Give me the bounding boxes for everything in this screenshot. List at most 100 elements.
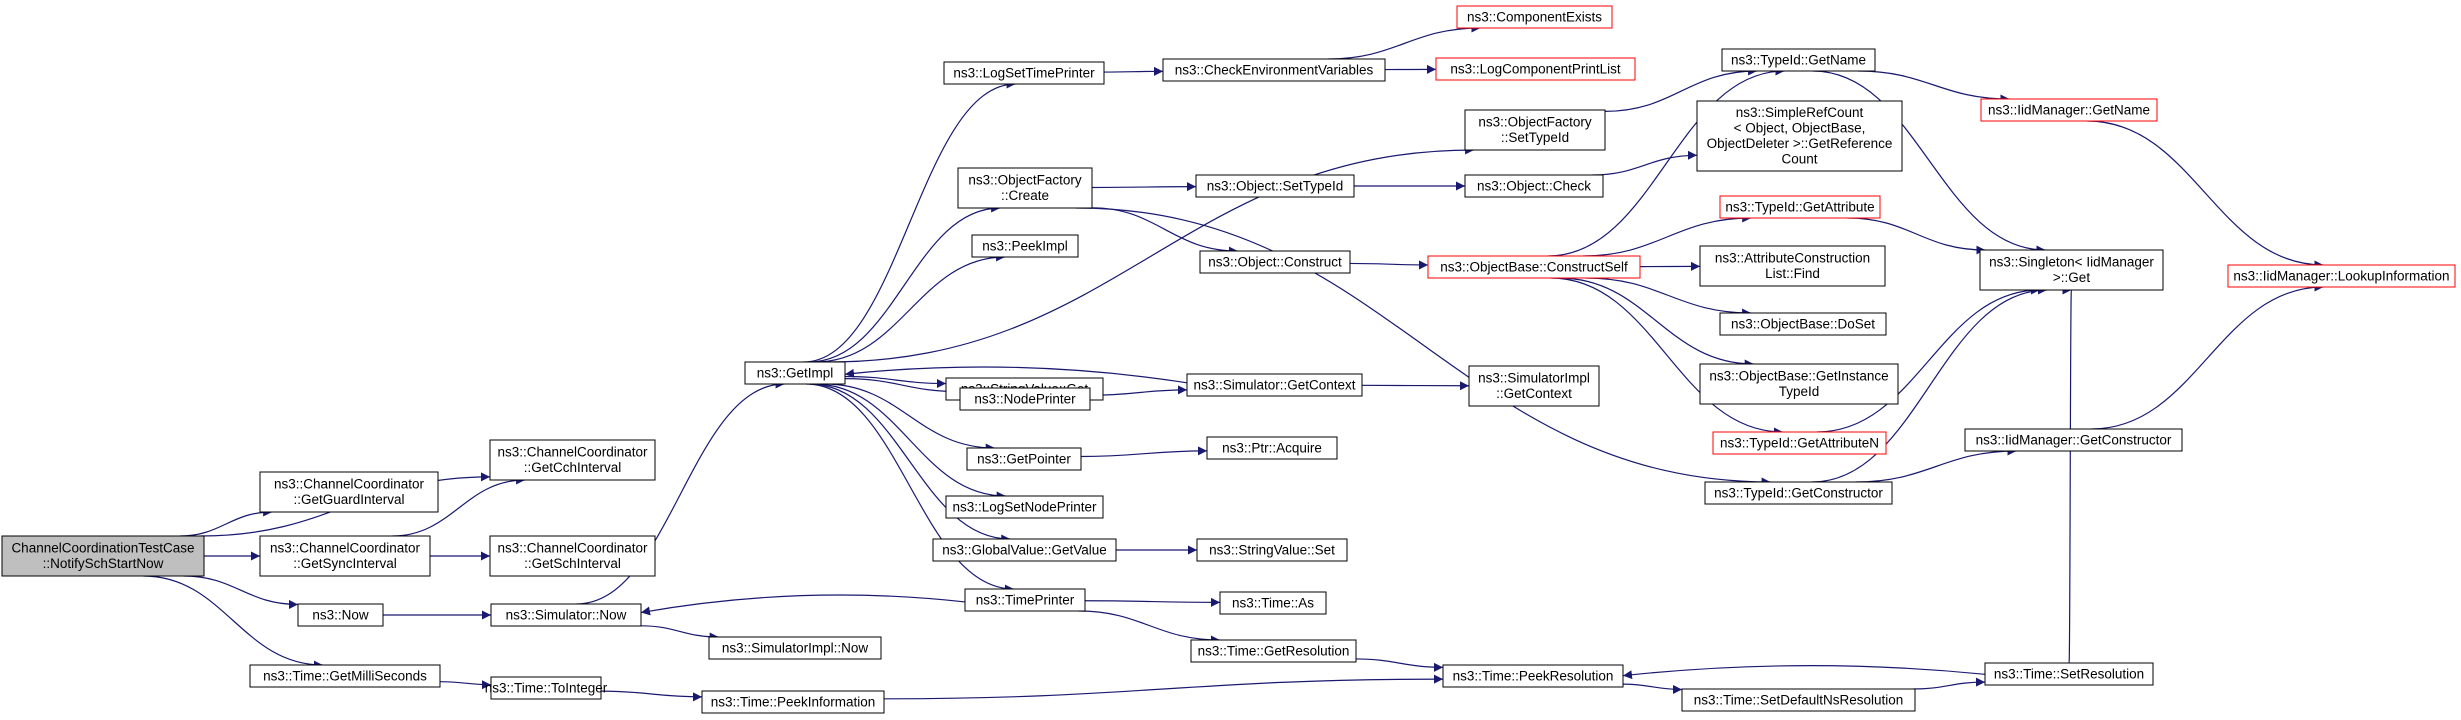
node-objCheck[interactable]: ns3::Object::Check [1464,174,1604,198]
node-box [708,636,882,660]
edges-layer [143,23,2324,702]
edge-getImpl-to-globalValGet [809,383,1011,544]
node-box [1464,174,1604,198]
edge-timePrinter-to-timeAs [1084,597,1221,607]
node-label: ns3::ChannelCoordinator [497,445,648,460]
node-label: ::NotifySchStartNow [43,556,164,571]
node-getMilli[interactable]: ns3::Time::GetMilliSeconds [249,664,441,688]
edge-getMilli-to-toInteger [439,680,492,690]
node-box [1427,255,1641,279]
node-logSetTime[interactable]: ns3::LogSetTimePrinter [943,61,1105,85]
node-typeIdGetAttr[interactable]: ns3::TypeId::GetAttribute [1719,195,1881,219]
node-getGuard[interactable]: ns3::ChannelCoordinator::GetGuardInterva… [259,471,439,513]
node-box [959,387,1091,411]
node-label: ns3::ChannelCoordinator [270,541,421,556]
node-getSch[interactable]: ns3::ChannelCoordinator::GetSchInterval [489,535,656,577]
node-box [1980,98,2158,122]
node-objConstruct[interactable]: ns3::Object::Construct [1199,250,1351,274]
edge-getImpl-to-strValGet [844,375,947,389]
node-timeAs[interactable]: ns3::Time::As [1219,591,1327,615]
node-simImplNow[interactable]: ns3::SimulatorImpl::Now [708,636,882,660]
node-box [1456,5,1613,29]
edge-getPointer-to-ptrAcquire [1080,446,1208,458]
node-strValSet[interactable]: ns3::StringValue::Set [1196,538,1348,562]
node-typeIdGetAttrN[interactable]: ns3::TypeId::GetAttributeN [1712,431,1887,455]
node-timeSetRes[interactable]: ns3::Time::SetResolution [1984,662,2154,686]
node-peekImpl[interactable]: ns3::PeekImpl [971,234,1079,258]
node-simpleRefCount[interactable]: ns3::SimpleRefCount< Object, ObjectBase,… [1696,100,1903,172]
edge-getSync-to-getCch [392,475,526,537]
node-now[interactable]: ns3::Now [297,603,384,627]
node-globalValGet[interactable]: ns3::GlobalValue::GetValue [932,538,1117,562]
node-box [943,61,1105,85]
node-setDefaultNs[interactable]: ns3::Time::SetDefaultNsResolution [1681,688,1916,712]
node-label: ns3::Object::SetTypeId [1207,178,1344,193]
node-peekRes[interactable]: ns3::Time::PeekResolution [1442,664,1624,688]
node-getSync[interactable]: ns3::ChannelCoordinator::GetSyncInterval [259,535,431,577]
node-iidGetCtor[interactable]: ns3::IidManager::GetConstructor [1964,428,2183,452]
node-label: ns3::GetImpl [757,365,834,380]
node-simNow[interactable]: ns3::Simulator::Now [490,603,642,627]
node-objSetTypeId[interactable]: ns3::Object::SetTypeId [1195,174,1355,198]
node-simGetContext[interactable]: ns3::Simulator::GetContext [1186,373,1363,397]
node-toInteger[interactable]: ns3::Time::ToInteger [485,676,608,700]
node-label: ns3::Time::PeekResolution [1453,668,1614,683]
node-box [1699,363,1899,405]
node-label: ns3::IidManager::LookupInformation [2233,268,2449,283]
edge-root-to-getMilli [143,575,323,670]
edge-getImpl-to-peekImpl [814,252,1006,363]
node-label: ns3::Time::ToInteger [485,680,608,695]
node-timeGetRes[interactable]: ns3::Time::GetResolution [1190,639,1357,663]
node-getPointer[interactable]: ns3::GetPointer [966,447,1082,471]
node-label: ns3::Time::GetResolution [1198,643,1350,658]
edge-timeGetRes-to-peekRes [1355,658,1444,672]
node-box [259,471,439,513]
edge-iidGetCtor-to-iidLookup [2091,282,2324,430]
node-peekInfo[interactable]: ns3::Time::PeekInformation [701,690,885,714]
edge-timePrinter-to-timeGetRes [1078,610,1220,645]
node-label: ::SetTypeId [1501,130,1569,145]
node-timePrinter[interactable]: ns3::TimePrinter [964,588,1086,612]
node-box [1719,195,1881,219]
node-box [249,664,441,688]
node-singletonGet[interactable]: ns3::Singleton< IidManager>::Get [1979,249,2164,291]
node-iidGetName[interactable]: ns3::IidManager::GetName [1980,98,2158,122]
node-nodePrinter[interactable]: ns3::NodePrinter [959,387,1091,411]
node-objFactCreate[interactable]: ns3::ObjectFactory::Create [957,167,1093,209]
node-objFactSetTypeId[interactable]: ns3::ObjectFactory::SetTypeId [1464,109,1606,151]
node-typeIdGetName[interactable]: ns3::TypeId::GetName [1721,48,1876,72]
edge-objBaseConstruct-to-typeIdGetName [1548,66,1785,257]
node-getCch[interactable]: ns3::ChannelCoordinator::GetCchInterval [489,439,656,481]
node-simImplGetContext[interactable]: ns3::SimulatorImpl::GetContext [1468,365,1600,407]
node-label: ns3::Simulator::Now [506,607,627,622]
node-box [1984,662,2154,686]
node-label: TypeId [1779,384,1820,399]
node-ptrAcquire[interactable]: ns3::Ptr::Acquire [1206,436,1338,460]
node-label: ns3::NodePrinter [974,391,1076,406]
node-logCompPrint[interactable]: ns3::LogComponentPrintList [1435,57,1636,81]
edge-getImpl-to-logSetNode [813,383,1006,501]
node-compExists[interactable]: ns3::ComponentExists [1456,5,1613,29]
node-label: ns3::ObjectBase::DoSet [1731,316,1875,331]
node-label: ::GetSchInterval [524,556,621,571]
node-label: ns3::ObjectBase::GetInstance [1709,369,1888,384]
node-label: ns3::GetPointer [977,451,1071,466]
node-box [1712,431,1887,455]
edge-nodePrinter-to-simGetContext [1089,385,1188,396]
node-logSetNode[interactable]: ns3::LogSetNodePrinter [945,495,1104,519]
node-root[interactable]: ChannelCoordinationTestCase::NotifySchSt… [1,535,205,577]
nodes-layer: ChannelCoordinationTestCase::NotifySchSt… [1,5,2456,714]
node-label: >::Get [2053,270,2090,285]
node-getImpl[interactable]: ns3::GetImpl [744,361,846,385]
node-objBaseConstruct[interactable]: ns3::ObjectBase::ConstructSelf [1427,255,1641,279]
node-objBaseDoSet[interactable]: ns3::ObjectBase::DoSet [1719,312,1887,336]
node-checkEnv[interactable]: ns3::CheckEnvironmentVariables [1162,58,1386,82]
node-typeIdGetCtor[interactable]: ns3::TypeId::GetConstructor [1704,481,1893,505]
node-label: ChannelCoordinationTestCase [11,541,194,556]
edge-simNow-to-simImplNow [640,625,719,642]
node-box [1162,58,1386,82]
node-iidLookup[interactable]: ns3::IidManager::LookupInformation [2227,264,2456,288]
edge-getImpl-to-objFactCreate [808,203,1001,363]
